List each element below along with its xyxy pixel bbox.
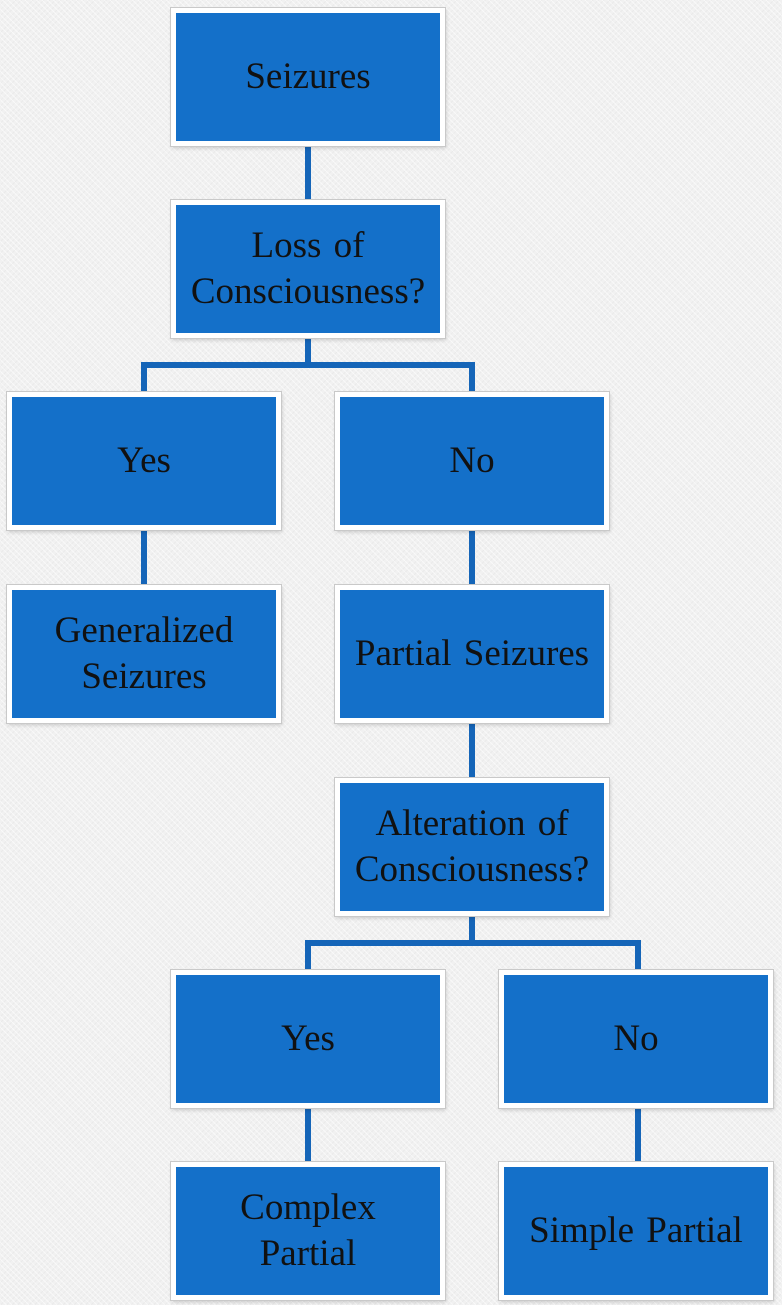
connector-yes-to-generalized [141,527,147,593]
node-complex-partial-label: Complex Partial [240,1187,376,1274]
node-loss-no-label: No [449,440,495,481]
node-seizures-label: Seizures [245,56,371,97]
connector-seizures-to-loss [305,140,311,206]
node-alteration-yes-label: Yes [281,1018,335,1059]
connector-branch-to-alteration-no [635,940,641,976]
node-partial-seizures: Partial Seizures [334,584,610,724]
connector-partial-to-alteration [469,718,475,784]
connector-loss-branch [141,362,475,368]
connector-no-to-simple-partial [635,1104,641,1170]
connector-loss-stem [305,332,311,366]
node-alteration-of-consciousness-label: Alteration of Consciousness? [354,803,590,890]
node-loss-yes: Yes [6,391,282,531]
node-generalized-seizures-label: Generalized Seizures [54,610,234,697]
node-alteration-no-label: No [613,1018,659,1059]
connector-yes-to-complex-partial [305,1104,311,1170]
connector-alteration-stem [469,911,475,945]
node-loss-no: No [334,391,610,531]
connector-no-to-partial [469,527,475,593]
node-alteration-no: No [498,969,774,1109]
node-seizures: Seizures [170,7,446,147]
connector-branch-to-loss-no [469,362,475,398]
node-loss-of-consciousness: Loss of Consciousness? [170,199,446,339]
node-loss-of-consciousness-label: Loss of Consciousness? [190,225,426,312]
node-simple-partial: Simple Partial [498,1161,774,1301]
node-alteration-yes: Yes [170,969,446,1109]
node-alteration-of-consciousness: Alteration of Consciousness? [334,777,610,917]
node-complex-partial: Complex Partial [170,1161,446,1301]
connector-alteration-branch [305,940,641,946]
node-simple-partial-label: Simple Partial [529,1210,743,1251]
node-loss-yes-label: Yes [117,440,171,481]
connector-branch-to-alteration-yes [305,940,311,976]
node-partial-seizures-label: Partial Seizures [354,633,590,674]
connector-branch-to-loss-yes [141,362,147,398]
node-generalized-seizures: Generalized Seizures [6,584,282,724]
